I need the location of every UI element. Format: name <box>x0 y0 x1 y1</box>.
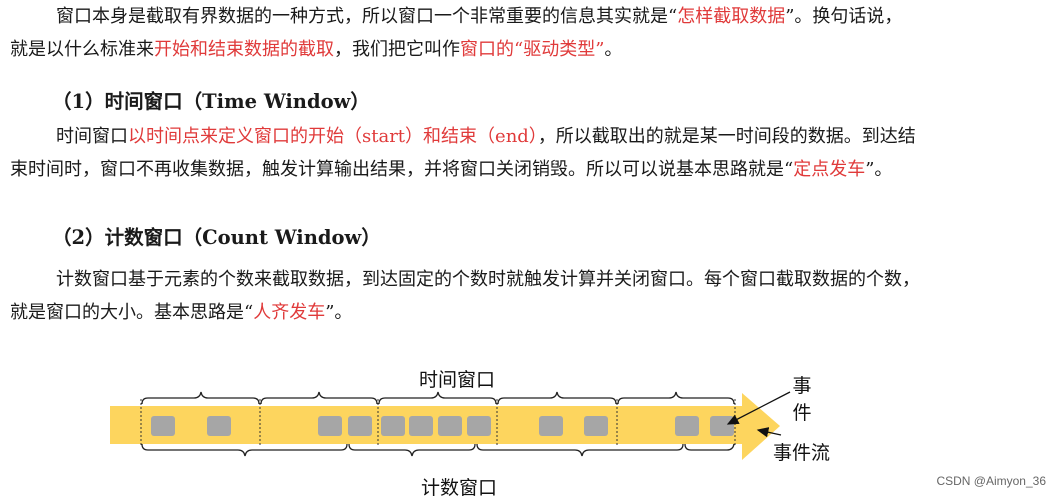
count-window-paragraph: 计数窗口基于元素的个数来截取数据，到达固定的个数时就触发计算并关闭窗口。每个窗口… <box>10 263 1045 329</box>
intro-highlight-2: 开始和结束数据的截取 <box>154 39 334 60</box>
time-text-4: ”。 <box>865 159 893 180</box>
event-square <box>710 416 734 436</box>
count-text-3: ”。 <box>325 302 353 323</box>
count-text-1: 计数窗口基于元素的个数来截取数据，到达固定的个数时就触发计算并关闭窗口。每个窗口… <box>56 269 920 290</box>
time-text-3: 束时间时，窗口不再收集数据，触发计算输出结果，并将窗口关闭销毁。所以可以说基本思… <box>10 159 794 180</box>
event-stream-label: 事件流 <box>773 442 830 464</box>
time-highlight-2: 定点发车 <box>793 159 866 180</box>
event-square <box>318 416 342 436</box>
event-pointer-arrow <box>726 391 791 425</box>
event-square <box>151 416 175 436</box>
time-window-braces <box>141 391 735 405</box>
event-square <box>348 416 372 436</box>
intro-highlight-3: 窗口的“驱动类型” <box>460 39 605 60</box>
intro-paragraph: 窗口本身是截取有界数据的一种方式，所以窗口一个非常重要的信息其实就是“怎样截取数… <box>10 0 1045 66</box>
count-window-braces <box>141 443 735 457</box>
watermark: CSDN @Aimyon_36 <box>936 474 1046 488</box>
event-square <box>539 416 563 436</box>
stream-pointer-arrow <box>756 427 782 438</box>
time-text-2: ，所以截取出的就是某一时间段的数据。到达结 <box>537 126 916 147</box>
count-highlight-1: 人齐发车 <box>253 302 326 323</box>
count-window-heading: （2）计数窗口（Count Window） <box>52 226 381 249</box>
count-window-label: 计数窗口 <box>421 477 497 499</box>
intro-highlight-1: 怎样截取数据 <box>677 6 786 27</box>
time-window-heading: （1）时间窗口（Time Window） <box>52 90 370 113</box>
event-square <box>207 416 231 436</box>
intro-text-2: ”。换句话说， <box>785 6 903 27</box>
time-window-dividers <box>140 399 736 447</box>
intro-text-3: 就是以什么标准来 <box>10 39 154 60</box>
event-square <box>438 416 462 436</box>
time-text-1: 时间窗口 <box>56 126 128 147</box>
intro-text-4: ，我们把它叫作 <box>334 39 460 60</box>
time-window-label: 时间窗口 <box>419 369 495 391</box>
event-label-line1: 事 <box>792 375 811 397</box>
event-square <box>675 416 699 436</box>
time-window-paragraph: 时间窗口以时间点来定义窗口的开始（start）和结束（end），所以截取出的就是… <box>10 120 1045 186</box>
count-text-2: 就是窗口的大小。基本思路是“ <box>10 302 254 323</box>
event-square <box>584 416 608 436</box>
event-square <box>409 416 433 436</box>
intro-text-1: 窗口本身是截取有界数据的一种方式，所以窗口一个非常重要的信息其实就是“ <box>56 6 678 27</box>
event-label-line2: 件 <box>792 402 811 424</box>
time-highlight-1: 以时间点来定义窗口的开始（start）和结束（end） <box>128 126 538 147</box>
intro-text-5: 。 <box>604 39 623 60</box>
event-square <box>467 416 491 436</box>
event-square <box>381 416 405 436</box>
